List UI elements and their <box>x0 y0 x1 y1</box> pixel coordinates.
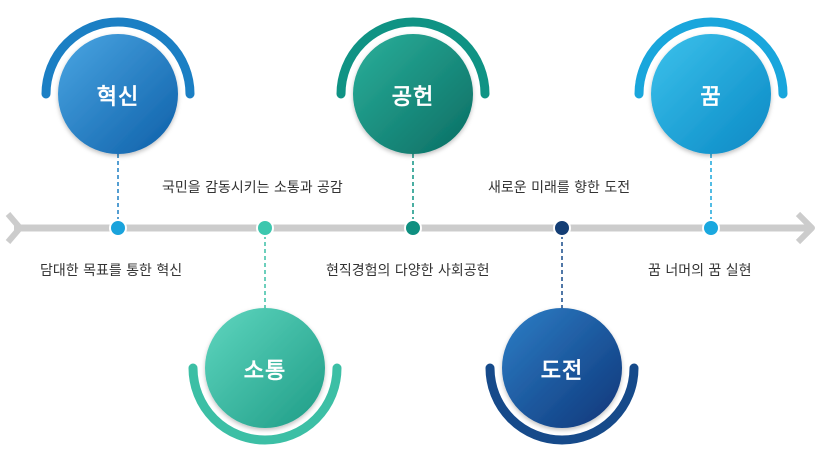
challenge-circle <box>502 308 622 428</box>
communication-caption: 국민을 감동시키는 소통과 공감 <box>162 180 343 196</box>
contribution-caption: 현직경험의 다양한 사회공헌 <box>326 263 490 279</box>
innovation-caption: 담대한 목표를 통한 혁신 <box>40 263 183 279</box>
timeline-tail-chevron <box>5 212 23 244</box>
contribution-title: 공헌 <box>391 85 435 110</box>
communication-arc <box>188 363 342 445</box>
challenge-dot <box>553 219 571 237</box>
innovation-dot <box>109 219 127 237</box>
communication-title: 소통 <box>243 359 287 384</box>
dream-title: 꿈 <box>700 85 722 110</box>
innovation-circle <box>58 34 178 154</box>
dream-caption: 꿈 너머의 꿈 실현 <box>648 263 752 279</box>
timeline-arrow-head <box>795 211 815 245</box>
innovation-title: 혁신 <box>96 85 140 110</box>
communication-dot <box>256 219 274 237</box>
dream-arc <box>634 17 788 99</box>
contribution-arc <box>336 17 490 99</box>
dream-circle <box>651 34 771 154</box>
contribution-dot <box>404 219 422 237</box>
communication-circle <box>205 308 325 428</box>
challenge-arc <box>485 363 639 445</box>
challenge-caption: 새로운 미래를 향한 도전 <box>488 180 631 196</box>
challenge-title: 도전 <box>540 359 584 384</box>
innovation-arc <box>41 17 195 99</box>
dream-dot <box>702 219 720 237</box>
contribution-circle <box>353 34 473 154</box>
